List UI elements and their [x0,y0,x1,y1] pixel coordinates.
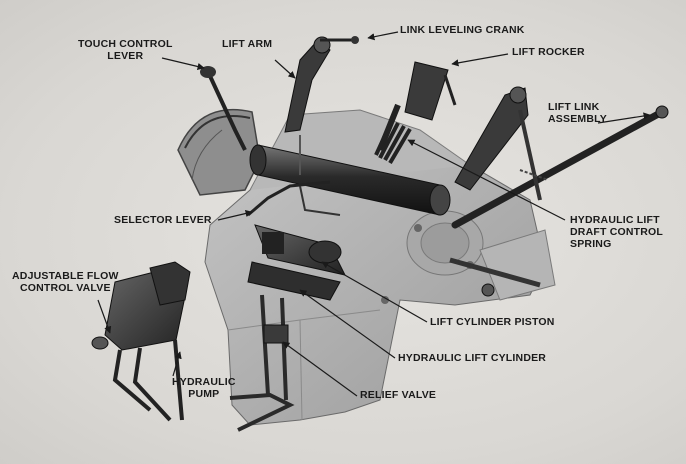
selector-lever-label: SELECTOR LEVER [114,214,212,226]
lift-arm [284,36,359,133]
lift-arm-label: LIFT ARM [222,38,273,50]
touch-control-quadrant [177,66,261,196]
hydraulic-lift-cylinder-label: HYDRAULIC LIFT CYLINDER [398,352,547,364]
draft-control-spring [374,119,412,165]
rockshaft [249,135,451,216]
lift-rocker-label: LIFT ROCKER [512,46,585,58]
hydraulic-pump-label: HYDRAULIC PUMP [172,376,236,400]
lift-link-assembly-label: LIFT LINK ASSEMBLY [548,101,607,125]
lift-link-assembly [449,105,669,297]
adjustable-flow-control-valve-label: ADJUSTABLE FLOW CONTROL VALVE [12,270,119,294]
relief-valve-pipes [229,294,295,432]
right-lift-arm [454,86,529,191]
flow-control-valve-assembly [91,261,191,422]
lift-cylinder-piston-label: LIFT CYLINDER PISTON [430,316,555,328]
leader-lines [97,31,651,397]
relief-valve-label: RELIEF VALVE [360,389,437,401]
touch-control-lever-label: TOUCH CONTROL LEVER [78,38,173,62]
link-leveling-crank-label: LINK LEVELING CRANK [400,24,525,36]
selector-linkage [247,180,341,217]
draft-control-spring-label: HYDRAULIC LIFT DRAFT CONTROL SPRING [570,214,664,250]
